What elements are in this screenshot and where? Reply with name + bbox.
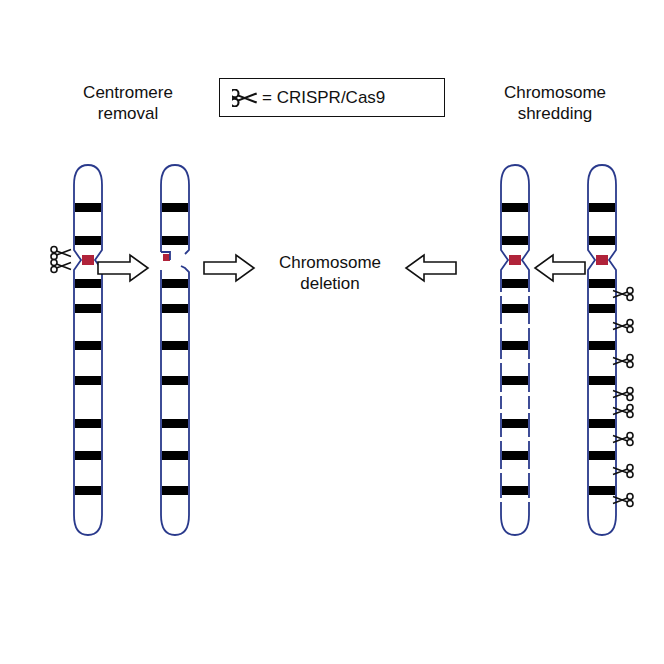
scissors-symbol	[613, 288, 633, 507]
legend-text: = CRISPR/Cas9	[262, 87, 385, 108]
hollow-arrow	[204, 255, 254, 281]
chromosome	[161, 165, 189, 535]
section-heading: Chromosome shredding	[490, 82, 620, 124]
chromosome	[74, 165, 102, 535]
legend-box: = CRISPR/Cas9	[219, 78, 445, 117]
scissors-symbol	[51, 247, 71, 260]
scissors-symbol	[232, 89, 258, 107]
section-heading: Centromere removal	[63, 82, 193, 124]
chromosome	[499, 165, 531, 535]
result-label: Chromosome deletion	[260, 252, 400, 294]
chromosome	[588, 165, 616, 535]
scissors-symbol	[51, 260, 71, 273]
hollow-arrow	[535, 255, 585, 281]
hollow-arrow	[98, 255, 148, 281]
hollow-arrow	[406, 255, 456, 281]
